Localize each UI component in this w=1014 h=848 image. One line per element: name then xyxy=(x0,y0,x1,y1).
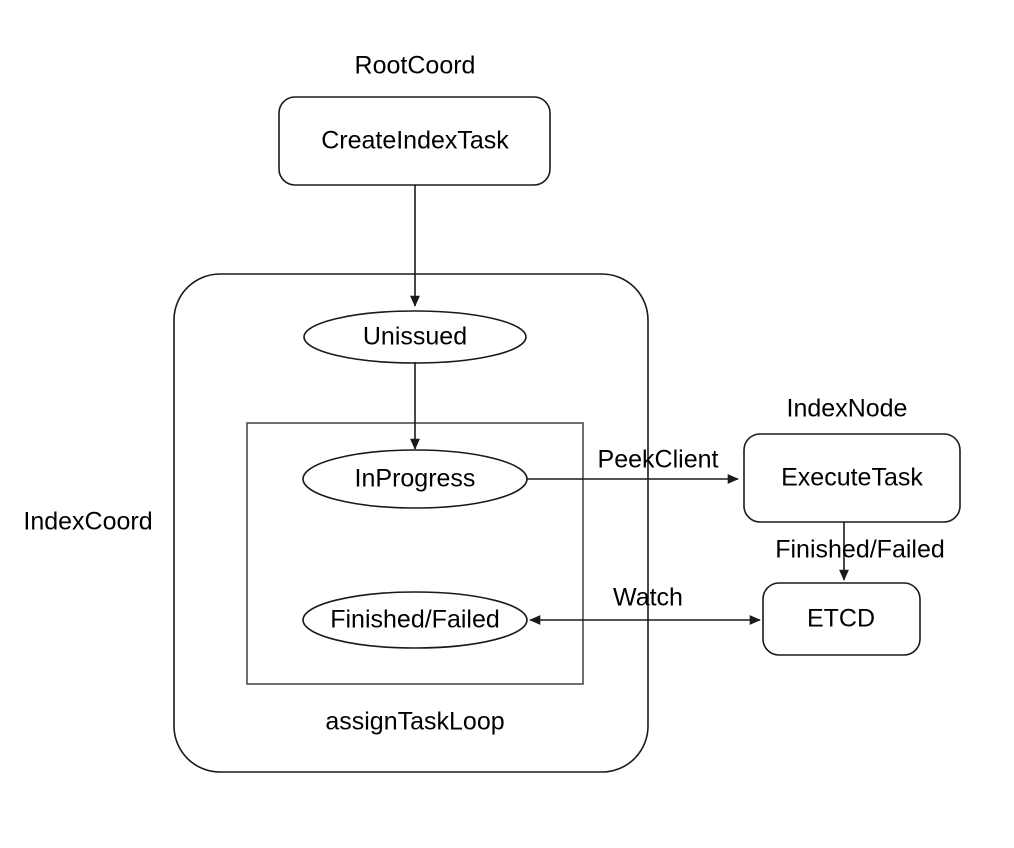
group-label-assigntaskloop: assignTaskLoop xyxy=(325,708,504,736)
node-unissued-label: Unissued xyxy=(363,323,467,351)
node-inprogress-label: InProgress xyxy=(355,465,476,493)
group-label-indexcoord: IndexCoord xyxy=(23,508,152,536)
edge-label-finished-failed: Finished/Failed xyxy=(775,536,945,564)
node-etcd-label: ETCD xyxy=(807,605,875,633)
node-finished-failed-state-label: Finished/Failed xyxy=(330,606,500,634)
node-etcd-shape[interactable] xyxy=(762,582,921,656)
group-assigntaskloop-boundary xyxy=(246,422,584,685)
node-inprogress-shape[interactable] xyxy=(302,449,528,509)
node-unissued-shape[interactable] xyxy=(303,310,527,364)
node-create-index-task-shape[interactable] xyxy=(278,96,551,186)
node-execute-task-shape[interactable] xyxy=(743,433,961,523)
group-indexcoord-boundary xyxy=(173,273,649,773)
edge-label-watch: Watch xyxy=(613,584,683,612)
node-create-index-task-label: CreateIndexTask xyxy=(321,127,509,155)
group-label-rootcoord: RootCoord xyxy=(355,52,476,80)
group-label-indexnode: IndexNode xyxy=(787,395,908,423)
node-execute-task-label: ExecuteTask xyxy=(781,464,923,492)
node-finished-failed-state-shape[interactable] xyxy=(302,591,528,649)
edge-label-peekclient: PeekClient xyxy=(598,446,719,474)
